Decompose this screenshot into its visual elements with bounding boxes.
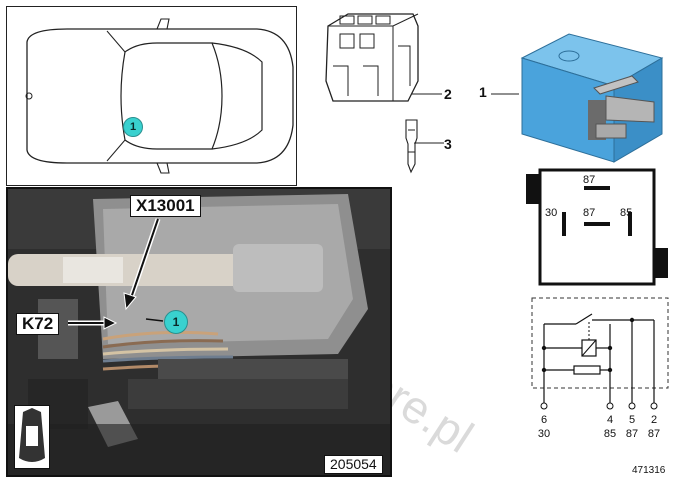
relay-socket-drawing <box>325 13 419 102</box>
pin-label-top-87: 87 <box>583 174 596 186</box>
car-location-panel: 1 <box>6 6 297 186</box>
engine-bay-photo <box>8 189 390 475</box>
schematic-pin-number: 6 <box>540 414 548 426</box>
schematic-pin-terminal: 85 <box>603 428 617 440</box>
part-number-3: 3 <box>444 136 452 152</box>
schematic-pin-number: 2 <box>650 414 658 426</box>
connector-label-x13001: X13001 <box>130 195 201 217</box>
relay-pin-layout <box>526 168 668 286</box>
schematic-pin-terminal: 87 <box>647 428 661 440</box>
schematic-pin-number: 5 <box>628 414 636 426</box>
leader-line-2 <box>412 93 442 95</box>
schematic-pin-terminal: 30 <box>537 428 551 440</box>
pin-label-center-87: 87 <box>583 207 596 219</box>
relay-label-k72: K72 <box>16 313 60 335</box>
installation-photo-panel: X13001 K72 1 205054 <box>6 187 392 477</box>
image-number: 205054 <box>324 455 383 474</box>
leader-line-1 <box>491 93 519 95</box>
location-callout-1: 1 <box>123 117 143 137</box>
relay-circuit-schematic <box>531 297 669 410</box>
schematic-pin-number: 4 <box>606 414 614 426</box>
schematic-pin-terminal: 87 <box>625 428 639 440</box>
part-number-2: 2 <box>444 86 452 102</box>
relay-blue-drawing <box>520 33 664 163</box>
pin-label-left-30: 30 <box>545 207 558 219</box>
leader-line-3 <box>414 142 444 144</box>
terminal-pin-drawing <box>405 119 418 174</box>
car-view-icon <box>14 405 50 469</box>
photo-callout-1: 1 <box>164 310 188 334</box>
pin-label-right-85: 85 <box>620 207 633 219</box>
car-outline-drawing <box>25 18 294 174</box>
part-number-1: 1 <box>479 84 487 100</box>
figure-number: 471316 <box>632 465 666 476</box>
